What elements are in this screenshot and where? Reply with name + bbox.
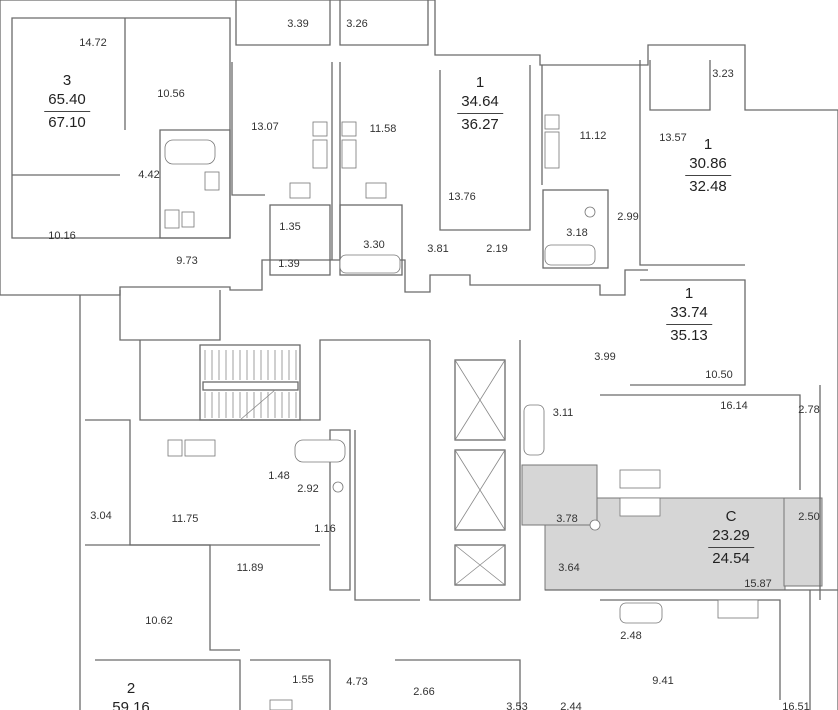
unit-2-room-label: 2 59.16 [108,680,154,710]
unit-living-area: 30.86 [685,154,731,176]
room-area: 1.55 [292,674,314,686]
room-area: 2.66 [413,686,435,698]
room-area: 1.35 [279,221,301,233]
unit-living-area: 34.64 [457,92,503,114]
room-area: 3.26 [346,18,368,30]
room-area: 3.30 [363,239,385,251]
studio-bath-highlight [521,464,598,526]
room-area: 3.99 [594,351,616,363]
unit-living-area: 65.40 [44,90,90,112]
room-area: 2.50 [798,511,820,523]
unit-1-room-c-label: 1 33.74 35.13 [666,285,712,345]
unit-rooms: С [725,508,737,525]
room-area: 2.44 [560,701,582,710]
room-area: 16.51 [782,701,810,710]
fixtures [164,114,759,710]
room-area: 4.73 [346,676,368,688]
unit-total-area: 36.27 [461,116,499,133]
room-area: 13.57 [659,132,687,144]
room-area: 9.73 [176,255,198,267]
room-area: 3.81 [427,243,449,255]
room-area: 3.64 [558,562,580,574]
room-area: 2.92 [297,483,319,495]
room-area: 11.89 [236,562,264,574]
studio-balcony-highlight [783,497,823,587]
unit-living-area: 59.16 [108,698,154,710]
unit-rooms: 1 [703,136,713,153]
room-area: 10.56 [157,88,185,100]
unit-total-area: 35.13 [670,327,708,344]
room-area: 10.62 [145,615,173,627]
room-area: 3.11 [552,407,574,419]
unit-total-area: 67.10 [48,114,86,131]
room-area: 11.75 [171,513,199,525]
room-area: 10.16 [48,230,76,242]
room-area: 16.14 [720,400,748,412]
unit-rooms: 2 [126,680,136,697]
room-area: 11.58 [369,123,397,135]
room-area: 3.23 [712,68,734,80]
unit-total-area: 32.48 [689,178,727,195]
unit-rooms: 1 [475,74,485,91]
room-area: 13.76 [448,191,476,203]
room-area: 1.16 [314,523,336,535]
room-area: 2.48 [620,630,642,642]
room-area: 2.99 [617,211,639,223]
room-area: 3.78 [556,513,578,525]
room-area: 10.50 [705,369,733,381]
unit-rooms: 1 [684,285,694,302]
unit-total-area: 24.54 [712,550,750,567]
unit-1-room-a-label: 1 34.64 36.27 [457,74,503,134]
room-area: 3.18 [566,227,588,239]
room-area: 2.19 [486,243,508,255]
unit-1-room-b-label: 1 30.86 32.48 [685,136,731,196]
unit-3-room-label: 3 65.40 67.10 [44,72,90,132]
room-area: 1.39 [278,258,300,270]
room-area: 14.72 [79,37,107,49]
room-area: 15.87 [744,578,772,590]
stairs-and-elevators [199,344,506,586]
unit-living-area: 33.74 [666,303,712,325]
room-area: 3.04 [90,510,112,522]
unit-rooms: 3 [62,72,72,89]
room-area: 1.48 [268,470,290,482]
unit-studio-label: С 23.29 24.54 [708,508,754,568]
room-area: 11.12 [579,130,607,142]
room-area: 2.78 [798,404,820,416]
unit-living-area: 23.29 [708,526,754,548]
room-area: 9.41 [652,675,674,687]
room-area: 3.39 [287,18,309,30]
room-area: 4.42 [138,169,160,181]
room-area: 3.53 [506,701,528,710]
room-area: 13.07 [251,121,279,133]
